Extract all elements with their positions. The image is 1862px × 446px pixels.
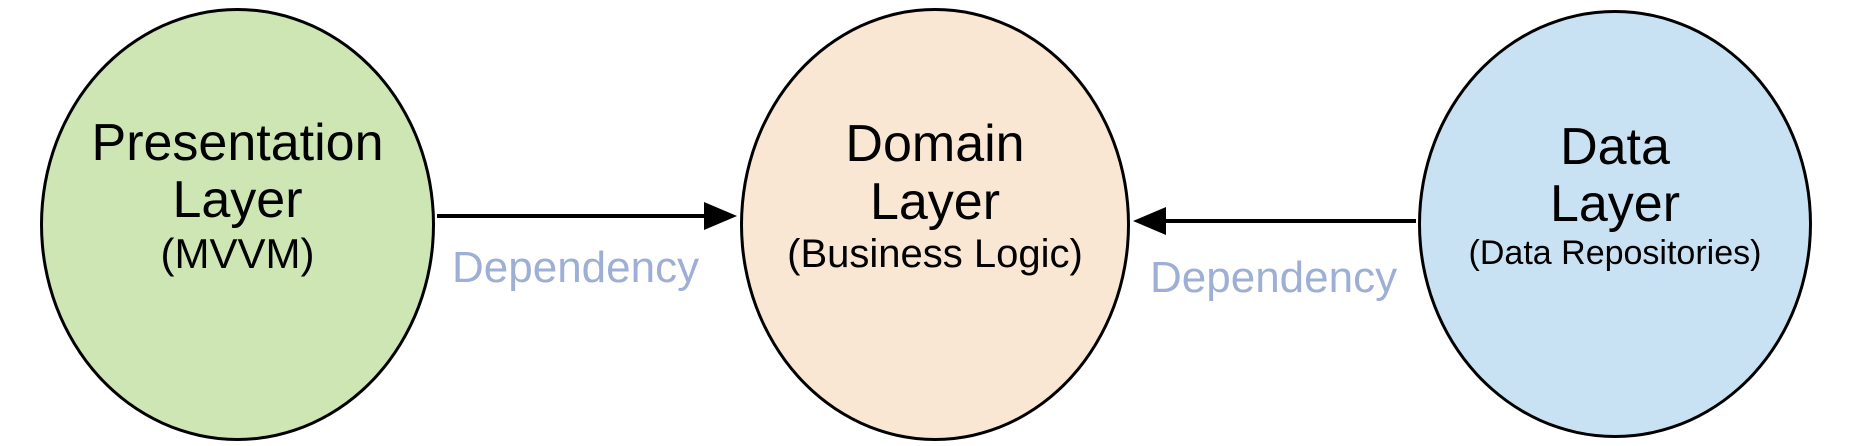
node-data-layer: Data Layer (Data Repositories) <box>1418 10 1812 438</box>
node-title: Presentation <box>91 114 384 173</box>
edge-presentation-to-domain <box>437 202 737 230</box>
edge-label-dependency-right: Dependency <box>1150 253 1398 302</box>
node-title: Domain <box>845 115 1025 174</box>
node-subtitle: (Data Repositories) <box>1468 233 1762 272</box>
node-subtitle: (Business Logic) <box>787 231 1083 276</box>
node-label-group: Presentation Layer (MVVM) <box>91 114 384 278</box>
node-presentation-layer: Presentation Layer (MVVM) <box>40 8 435 441</box>
node-subtitle: (MVVM) <box>160 229 315 277</box>
node-label-group: Data Layer (Data Repositories) <box>1469 119 1762 272</box>
node-label-group: Domain Layer (Business Logic) <box>787 116 1083 276</box>
node-title: Data <box>1560 118 1670 177</box>
edge-data-to-domain <box>1133 207 1416 235</box>
node-title: Layer <box>869 172 1001 231</box>
arrowhead-left-icon <box>1133 207 1166 235</box>
node-domain-layer: Domain Layer (Business Logic) <box>740 8 1130 441</box>
node-title: Layer <box>1549 175 1681 234</box>
edge-label-dependency-left: Dependency <box>452 243 700 292</box>
node-title: Layer <box>172 171 303 230</box>
arrowhead-right-icon <box>704 202 737 230</box>
